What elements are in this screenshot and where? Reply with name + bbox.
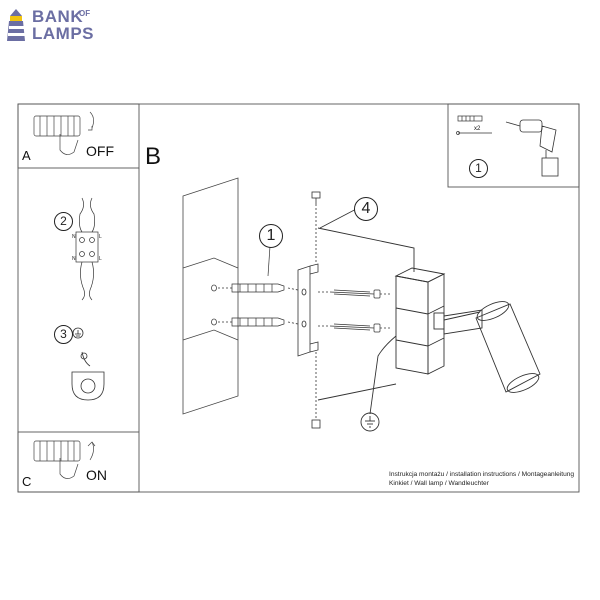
wall-plugs-screws-illustration bbox=[456, 115, 492, 135]
quantity-label: x2 bbox=[474, 126, 481, 132]
terminal-l-top: L bbox=[99, 234, 102, 240]
lighthouse-icon bbox=[7, 9, 25, 41]
lamp-body bbox=[317, 227, 541, 432]
panel-b-label: B bbox=[145, 143, 162, 170]
switch-off-label: OFF bbox=[86, 143, 114, 159]
step-1-badge-mounting: 1 bbox=[259, 224, 283, 248]
switch-off-illustration bbox=[33, 111, 94, 155]
wall-plug-pair bbox=[218, 245, 285, 327]
step-2-badge: 2 bbox=[54, 212, 73, 231]
ground-terminal-illustration bbox=[71, 327, 105, 401]
terminal-n-bottom: N bbox=[72, 256, 76, 262]
step-4-badge: 4 bbox=[354, 197, 378, 221]
set-screws bbox=[311, 191, 321, 429]
caption-line-2: Kinkiet / Wall lamp / Wandleuchter bbox=[389, 480, 489, 487]
brand-name-of: OF bbox=[79, 9, 91, 18]
panel-a-frame bbox=[17, 103, 140, 169]
brand-name-line2: LAMPS bbox=[32, 24, 94, 43]
switch-on-illustration bbox=[33, 440, 96, 479]
panel-c-frame bbox=[17, 431, 140, 493]
caption: Instrukcja montażu / installation instru… bbox=[389, 470, 574, 488]
tools-frame bbox=[447, 103, 580, 188]
panel-c-label: C bbox=[22, 474, 32, 489]
switch-on-label: ON bbox=[86, 467, 107, 483]
step-3-badge: 3 bbox=[54, 325, 73, 344]
caption-line-1: Instrukcja montażu / installation instru… bbox=[389, 471, 575, 478]
wiring-terminal-illustration bbox=[75, 197, 99, 301]
brand-name-line1: BANK bbox=[32, 7, 84, 26]
terminal-n-top: N bbox=[72, 234, 76, 240]
wall-illustration bbox=[182, 177, 239, 415]
brand-logo: BANK OF LAMPS bbox=[4, 4, 104, 44]
screw-pair bbox=[318, 289, 392, 333]
terminal-l-bottom: L bbox=[99, 256, 102, 262]
mounting-bracket bbox=[287, 263, 319, 357]
drill-illustration bbox=[505, 119, 559, 177]
outer-frame bbox=[17, 103, 580, 493]
step-1-badge-tools: 1 bbox=[469, 159, 488, 178]
panel-a-label: A bbox=[22, 148, 31, 163]
